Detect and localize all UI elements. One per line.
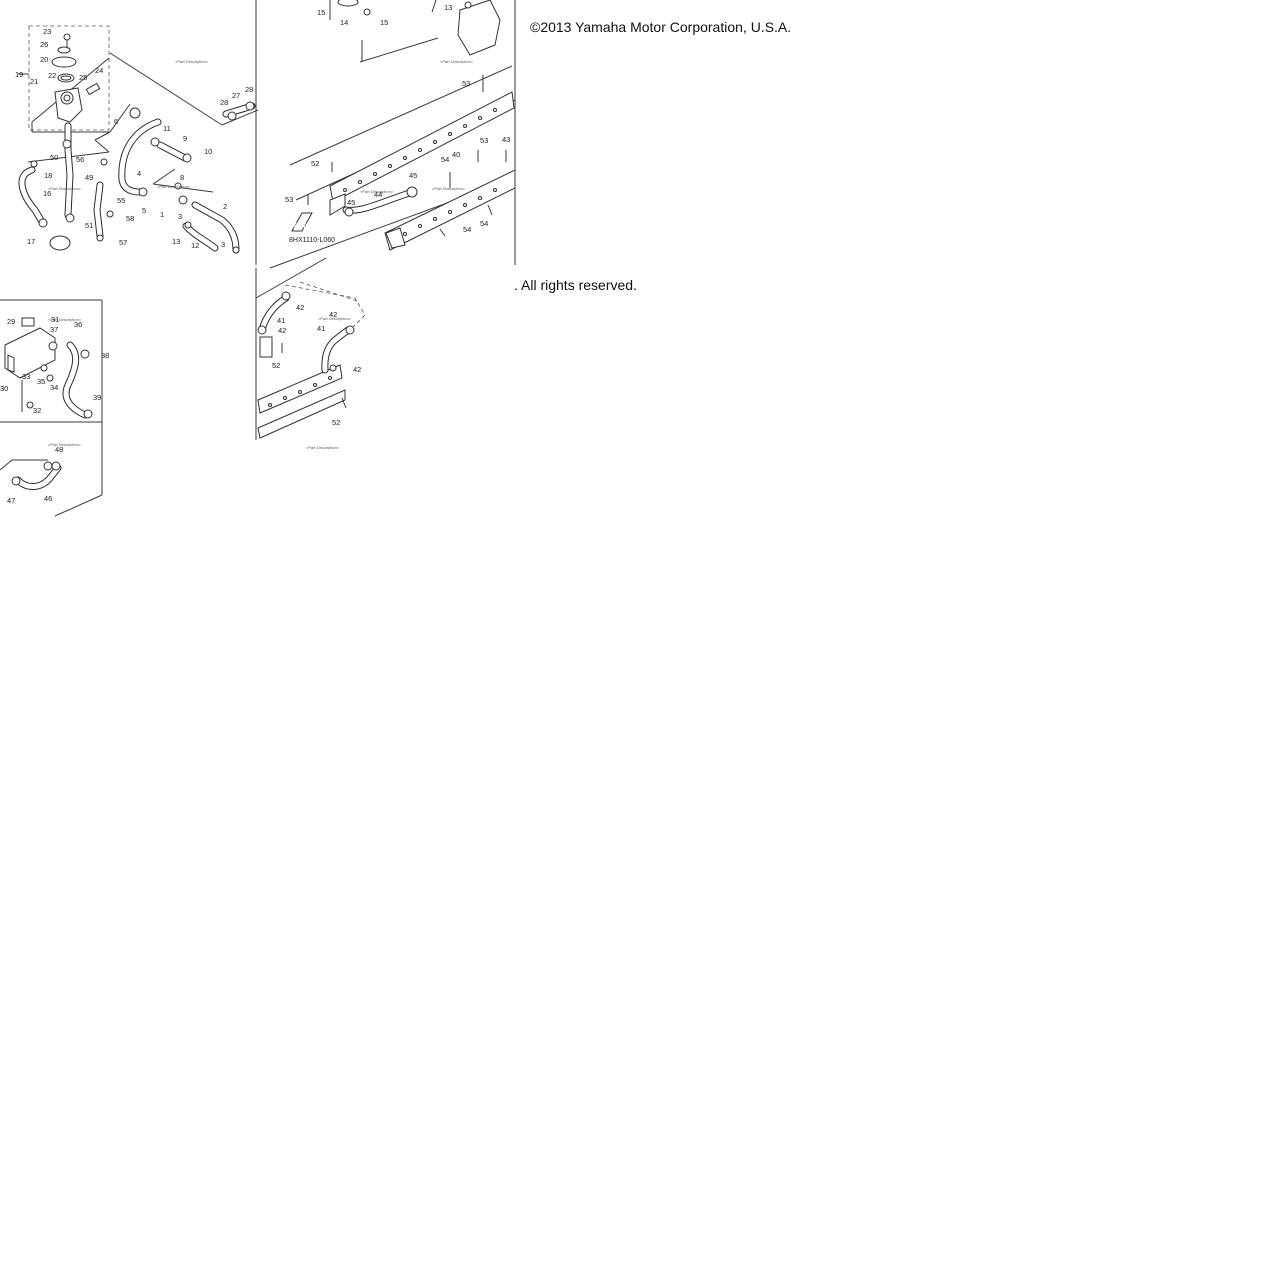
svg-text:33: 33 bbox=[22, 372, 30, 381]
svg-text:17: 17 bbox=[27, 237, 35, 246]
svg-text:<Part Description>: <Part Description> bbox=[360, 189, 394, 194]
svg-text:53: 53 bbox=[285, 195, 293, 204]
svg-text:20: 20 bbox=[40, 55, 48, 64]
svg-text:21: 21 bbox=[30, 77, 38, 86]
rights-text: . All rights reserved. bbox=[514, 277, 637, 293]
tunnel-cooler-hose-group: <Part Description> <Part Description> 42… bbox=[255, 257, 366, 450]
svg-text:12: 12 bbox=[191, 241, 199, 250]
svg-text:42: 42 bbox=[296, 303, 304, 312]
svg-text:<Part Description>: <Part Description> bbox=[48, 442, 82, 447]
svg-text:58: 58 bbox=[126, 214, 134, 223]
svg-text:4: 4 bbox=[137, 169, 141, 178]
svg-text:<Part Description>: <Part Description> bbox=[48, 186, 82, 191]
thermostat-cooling-hose-group: <Part Description> <Part Description> <P… bbox=[15, 25, 259, 254]
svg-text:24: 24 bbox=[95, 66, 103, 75]
svg-text:<Part Description>: <Part Description> bbox=[432, 186, 466, 191]
svg-text:52: 52 bbox=[332, 418, 340, 427]
svg-text:54: 54 bbox=[463, 225, 471, 234]
svg-text:53: 53 bbox=[480, 136, 488, 145]
svg-text:56: 56 bbox=[76, 155, 84, 164]
svg-text:55: 55 bbox=[117, 196, 125, 205]
svg-text:49: 49 bbox=[85, 173, 93, 182]
svg-text:10: 10 bbox=[204, 147, 212, 156]
svg-text:51: 51 bbox=[85, 221, 93, 230]
svg-text:44: 44 bbox=[374, 190, 382, 199]
svg-text:<Part Description>: <Part Description> bbox=[306, 445, 340, 450]
svg-text:22: 22 bbox=[48, 71, 56, 80]
diagram-code: 8HX1110-L060 bbox=[289, 237, 335, 244]
svg-text:35: 35 bbox=[37, 377, 45, 386]
svg-text:18: 18 bbox=[44, 171, 52, 180]
svg-text:54: 54 bbox=[441, 155, 449, 164]
svg-text:52: 52 bbox=[272, 361, 280, 370]
svg-text:45: 45 bbox=[347, 198, 355, 207]
svg-text:38: 38 bbox=[101, 351, 109, 360]
svg-text:13: 13 bbox=[444, 3, 452, 12]
svg-text:36: 36 bbox=[74, 320, 82, 329]
svg-text:32: 32 bbox=[33, 406, 41, 415]
svg-text:30: 30 bbox=[0, 384, 8, 393]
svg-text:28: 28 bbox=[245, 85, 253, 94]
svg-text:57: 57 bbox=[119, 238, 127, 247]
oil-tank-hose-group: <Part Description> <Part Description> 29… bbox=[0, 299, 109, 517]
svg-text:26: 26 bbox=[40, 40, 48, 49]
svg-text:40: 40 bbox=[452, 150, 460, 159]
svg-text:<Part Description>: <Part Description> bbox=[48, 317, 82, 322]
svg-text:42: 42 bbox=[353, 365, 361, 374]
svg-text:23: 23 bbox=[43, 27, 51, 36]
svg-text:6: 6 bbox=[114, 117, 118, 126]
svg-text:52: 52 bbox=[311, 159, 319, 168]
svg-text:<Part Description>: <Part Description> bbox=[175, 59, 209, 64]
radiator-hose-group: FWD <Part Description> <Part Description… bbox=[255, 0, 516, 269]
svg-text:48: 48 bbox=[55, 445, 63, 454]
svg-text:31: 31 bbox=[51, 315, 59, 324]
svg-text:42: 42 bbox=[329, 310, 337, 319]
svg-text:46: 46 bbox=[44, 494, 52, 503]
svg-text:43: 43 bbox=[502, 135, 510, 144]
svg-text:39: 39 bbox=[93, 393, 101, 402]
svg-text:<Part Description>: <Part Description> bbox=[318, 316, 352, 321]
svg-text:14: 14 bbox=[340, 18, 348, 27]
copyright-text: ©2013 Yamaha Motor Corporation, U.S.A. bbox=[530, 19, 792, 35]
svg-text:45: 45 bbox=[409, 171, 417, 180]
svg-text:34: 34 bbox=[50, 383, 58, 392]
svg-text:37: 37 bbox=[50, 325, 58, 334]
svg-text:29: 29 bbox=[7, 317, 15, 326]
svg-text:15: 15 bbox=[317, 8, 325, 17]
svg-text:8: 8 bbox=[180, 173, 184, 182]
svg-text:<Part Description>: <Part Description> bbox=[440, 59, 474, 64]
svg-text:19: 19 bbox=[15, 70, 23, 79]
svg-text:54: 54 bbox=[480, 219, 488, 228]
svg-text:11: 11 bbox=[163, 124, 171, 133]
svg-text:3: 3 bbox=[178, 212, 182, 221]
svg-text:25: 25 bbox=[79, 73, 87, 82]
svg-text:13: 13 bbox=[172, 237, 180, 246]
fwd-label: FWD bbox=[294, 224, 308, 230]
svg-text:15: 15 bbox=[380, 18, 388, 27]
svg-text:16: 16 bbox=[43, 189, 51, 198]
svg-text:41: 41 bbox=[317, 324, 325, 333]
svg-text:53: 53 bbox=[462, 79, 470, 88]
svg-text:3: 3 bbox=[221, 240, 225, 249]
svg-text:41: 41 bbox=[277, 316, 285, 325]
svg-text:1: 1 bbox=[160, 210, 164, 219]
svg-text:27: 27 bbox=[232, 91, 240, 100]
svg-text:28: 28 bbox=[220, 98, 228, 107]
svg-text:47: 47 bbox=[7, 496, 15, 505]
svg-text:5: 5 bbox=[142, 206, 146, 215]
svg-text:<Part Description>: <Part Description> bbox=[157, 184, 191, 189]
svg-text:50: 50 bbox=[50, 153, 58, 162]
svg-text:2: 2 bbox=[223, 202, 227, 211]
svg-text:9: 9 bbox=[183, 134, 187, 143]
svg-text:42: 42 bbox=[278, 326, 286, 335]
